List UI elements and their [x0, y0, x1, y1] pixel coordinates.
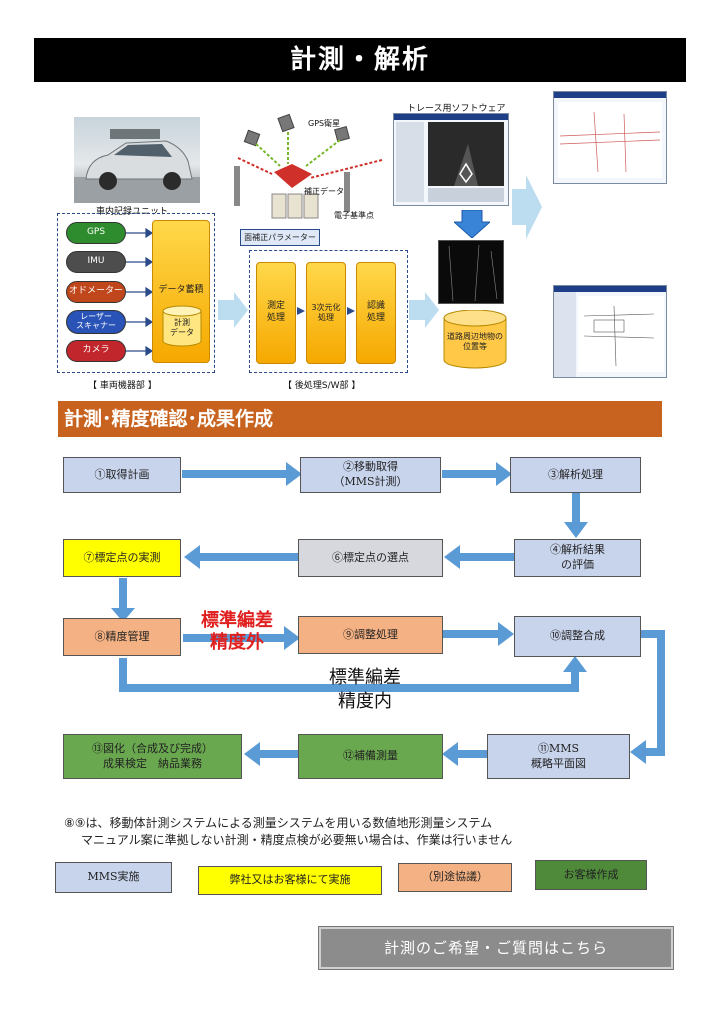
data-storage-label: データ蓄積: [158, 285, 204, 295]
point-cloud-image: [438, 240, 504, 304]
within-accuracy-label: 標準編差 精度内: [329, 667, 401, 712]
note-line-2: マニュアル案に準拠しない計測・精度点検が必要無い場合は、作業は行いません: [81, 833, 513, 847]
trace-software-label: トレース用ソフトウェア: [407, 104, 506, 114]
database-icon: [162, 305, 202, 347]
surface-param-label: 面補正パラメーター: [244, 233, 316, 242]
step-10-box: ⑩調整合成: [514, 616, 641, 657]
trace-software-screenshot: [393, 113, 509, 206]
car-photo: [74, 117, 200, 203]
recognition-process-box: 認識 処理: [356, 262, 396, 364]
process-arrows: [297, 307, 355, 315]
step-7-box: ⑦標定点の実測: [63, 539, 181, 577]
gps-sensor: GPS: [66, 222, 126, 244]
arrow-right-icon: [512, 175, 542, 239]
legend-separate: （別途協議）: [398, 863, 512, 892]
satellite-label: GPS衛星: [308, 119, 341, 128]
camera-sensor: カメラ: [66, 340, 126, 362]
legend-customer: お客様作成: [535, 860, 647, 890]
step-13-box: ⑬図化（合成及び完成） 成果検定 納品業務: [63, 734, 242, 779]
arrow-right-icon: [409, 292, 439, 328]
station-label: 電子基準点: [334, 211, 374, 220]
measurement-db: 計測 データ: [162, 305, 202, 347]
step-8-box: ⑧精度管理: [63, 618, 181, 656]
gps-satellite-diagram: [234, 113, 383, 219]
point-cloud-icon: [448, 244, 498, 302]
note-line-1: ⑧⑨は、移動体計測システムによる測量システムを用いる数値地形測量システム: [64, 816, 493, 830]
legend-ours: 弊社又はお客様にて実施: [198, 866, 382, 895]
arrow-down-icon: [454, 210, 490, 238]
car-icon: [74, 129, 200, 203]
plan-view-icon: [554, 286, 666, 377]
step-4-box: ④解析結果 の評価: [514, 539, 641, 577]
vehicle-equipment-frame: [57, 213, 215, 373]
unit-caption: 車内記録ユニット: [96, 207, 169, 217]
step-2-box: ②移動取得 （MMS計測）: [300, 457, 441, 493]
flow-arrows: [111, 462, 665, 766]
surface-param-box: 面補正パラメーター: [240, 229, 320, 246]
arrow-right-icon: [218, 292, 248, 328]
post-processing-frame: [249, 250, 408, 373]
database-icon: [443, 309, 507, 369]
feature-db: 道路周辺地物の 位置等: [443, 309, 507, 370]
result-screenshot-top: [553, 91, 667, 184]
inquiry-button[interactable]: 計測のご希望・ご質問はこちら: [318, 926, 674, 970]
measure-process-box: 測定 処理: [256, 262, 296, 364]
correction-label: 補正データ: [304, 187, 344, 196]
imu-sensor: IMU: [66, 251, 126, 273]
odometer-sensor: オドメーター: [66, 281, 126, 303]
feature-db-label: 道路周辺地物の 位置等: [447, 332, 503, 352]
3d-process-box: 3次元化 処理: [306, 262, 346, 364]
post-section-caption: 【 後処理S/W部 】: [283, 381, 361, 391]
step-3-box: ③解析処理: [510, 457, 641, 493]
vehicle-section-caption: 【 車両機器部 】: [88, 381, 157, 391]
sensor-arrows: [126, 227, 152, 357]
section-title: 計測･精度確認･成果作成: [58, 401, 662, 437]
db-label: 計測 データ: [170, 318, 194, 337]
legend-mms: MMS実施: [55, 862, 172, 893]
step-9-box: ⑨調整処理: [298, 616, 443, 654]
result-screenshot-bottom: [553, 285, 667, 378]
out-of-accuracy-label: 標準編差 精度外: [201, 610, 273, 653]
step-6-box: ⑥標定点の選点: [298, 539, 443, 577]
plan-view-icon: [554, 92, 666, 178]
page-title: 計測・解析: [34, 38, 686, 82]
road-view-icon: [394, 114, 508, 202]
step-12-box: ⑫補備測量: [298, 734, 443, 779]
step-11-box: ⑪MMS 概略平面図: [487, 734, 630, 779]
laser-scanner-sensor: レーザー スキャナー: [66, 310, 126, 334]
step-1-box: ①取得計画: [63, 457, 181, 493]
